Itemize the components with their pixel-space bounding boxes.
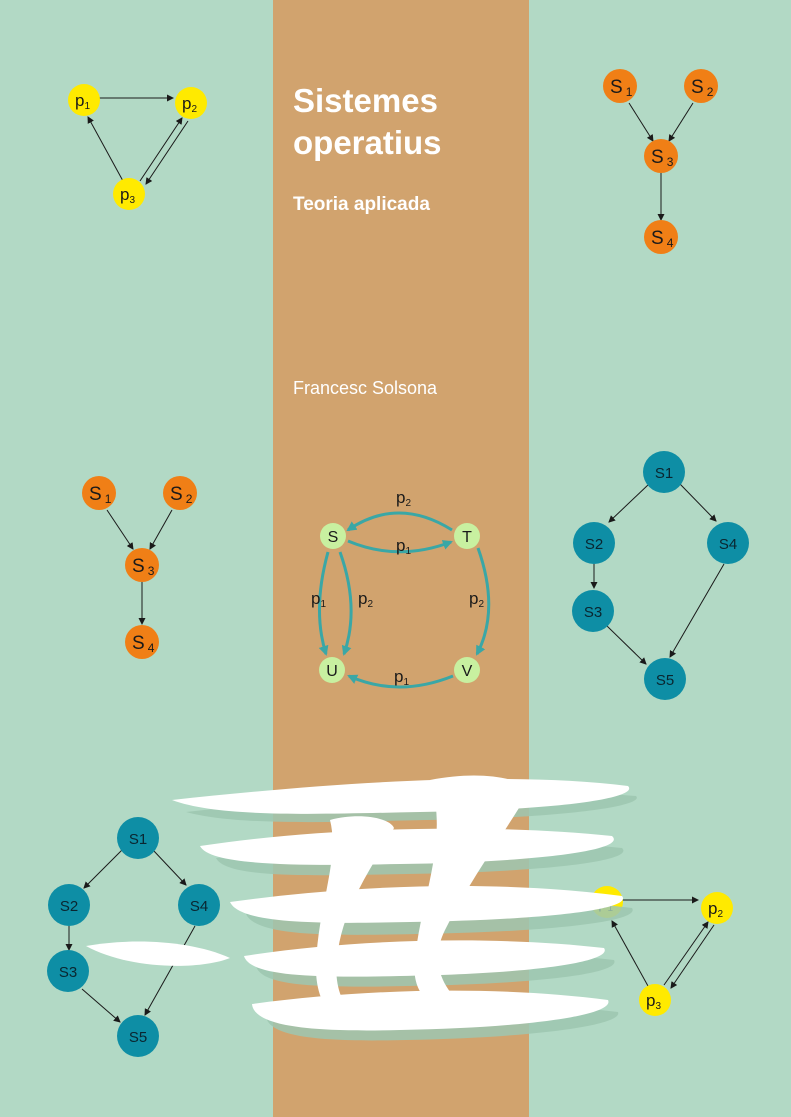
svg-text:S2: S2	[60, 898, 78, 915]
node-s1	[643, 451, 685, 493]
node-s2	[163, 476, 197, 510]
svg-text:S4: S4	[719, 536, 737, 553]
svg-text:p3: p3	[120, 185, 135, 206]
svg-text:U: U	[326, 663, 338, 680]
book-title: Sistemes operatius	[293, 80, 523, 164]
node-s	[320, 523, 346, 549]
book-subtitle: Teoria aplicada	[293, 194, 430, 215]
svg-text:S3: S3	[59, 964, 77, 981]
svg-text:T: T	[462, 529, 472, 546]
svg-text:S1: S1	[129, 831, 147, 848]
node-t	[454, 523, 480, 549]
svg-text:p1: p1	[394, 667, 409, 688]
node-s5	[644, 658, 686, 700]
node-s3	[572, 590, 614, 632]
svg-text:S5: S5	[656, 672, 674, 689]
teal-graph-bottom-left: S1 S2 S3 S4 S5	[47, 817, 220, 1057]
node-s5	[117, 1015, 159, 1057]
svg-text:p2: p2	[708, 899, 723, 920]
svg-text:S3: S3	[584, 604, 602, 621]
node-s2	[48, 884, 90, 926]
svg-text:S4: S4	[651, 228, 674, 250]
node-p3	[639, 984, 671, 1016]
svg-text:p2: p2	[358, 589, 373, 610]
node-p2	[175, 87, 207, 119]
svg-text:S5: S5	[129, 1029, 147, 1046]
svg-text:S3: S3	[651, 147, 674, 169]
svg-text:p1: p1	[75, 91, 90, 112]
svg-text:S4: S4	[190, 898, 208, 915]
svg-text:p2: p2	[182, 94, 197, 115]
svg-text:V: V	[462, 663, 473, 680]
svg-text:S: S	[328, 529, 339, 546]
node-s2	[684, 69, 718, 103]
svg-text:S3: S3	[132, 556, 155, 578]
svg-text:S2: S2	[170, 484, 193, 506]
state-graph-center: S T U V p2 p1 p1 p2 p2 p1	[311, 488, 491, 689]
brush-stroke-scribble	[86, 775, 637, 1041]
node-s4	[644, 220, 678, 254]
svg-text:S4: S4	[132, 633, 155, 655]
svg-text:p1: p1	[311, 589, 326, 610]
svg-text:p2: p2	[396, 488, 411, 509]
node-s1	[603, 69, 637, 103]
node-s4	[125, 625, 159, 659]
node-s4	[178, 884, 220, 926]
node-v	[454, 657, 480, 683]
node-s4	[707, 522, 749, 564]
node-s3	[125, 548, 159, 582]
node-s1	[82, 476, 116, 510]
node-u	[319, 657, 345, 683]
node-s3	[47, 950, 89, 992]
teal-graph-middle-right: S1 S2 S3 S4 S5	[572, 451, 749, 700]
title-line-1: Sistemes	[293, 82, 438, 119]
book-author: Francesc Solsona	[293, 378, 438, 398]
node-p3	[113, 178, 145, 210]
svg-text:S2: S2	[691, 77, 714, 99]
title-line-2: operatius	[293, 124, 442, 161]
process-triangle-top-left: p1 p2 p3	[68, 84, 207, 210]
svg-text:S1: S1	[610, 77, 633, 99]
node-s2	[573, 522, 615, 564]
node-s3	[644, 139, 678, 173]
node-p1	[68, 84, 100, 116]
svg-text:S2: S2	[585, 536, 603, 553]
svg-text:S1: S1	[655, 465, 673, 482]
node-s1	[117, 817, 159, 859]
svg-text:p3: p3	[646, 991, 661, 1012]
svg-text:S1: S1	[89, 484, 112, 506]
svg-text:p2: p2	[469, 589, 484, 610]
svg-text:p1: p1	[396, 536, 411, 557]
node-p2	[701, 892, 733, 924]
